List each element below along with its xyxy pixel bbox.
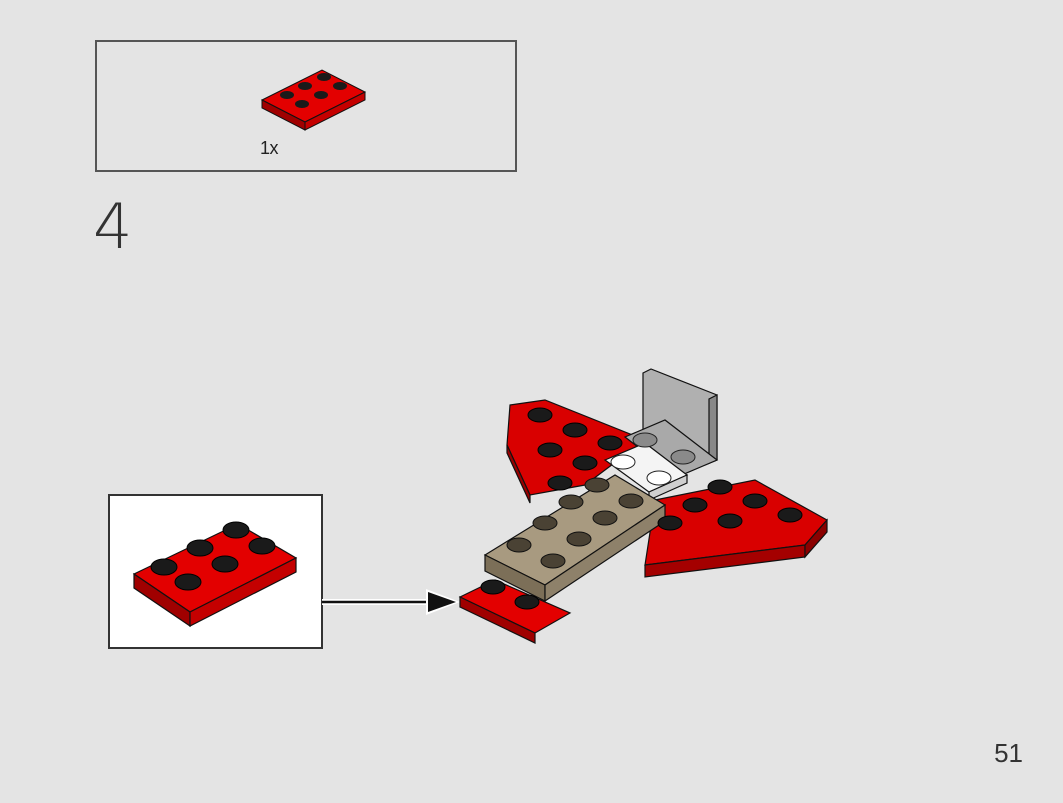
red-plate-2x3-icon	[260, 69, 367, 131]
parts-list-box: 1x	[95, 40, 517, 172]
part-quantity-label: 1x	[260, 138, 279, 158]
model-assembly-illustration	[458, 368, 828, 644]
placement-arrow-icon	[322, 589, 460, 615]
red-plate-2x3-icon	[132, 521, 298, 628]
page-number: 51	[994, 738, 1023, 768]
callout-box	[108, 494, 323, 649]
step-number: 4	[93, 190, 133, 263]
